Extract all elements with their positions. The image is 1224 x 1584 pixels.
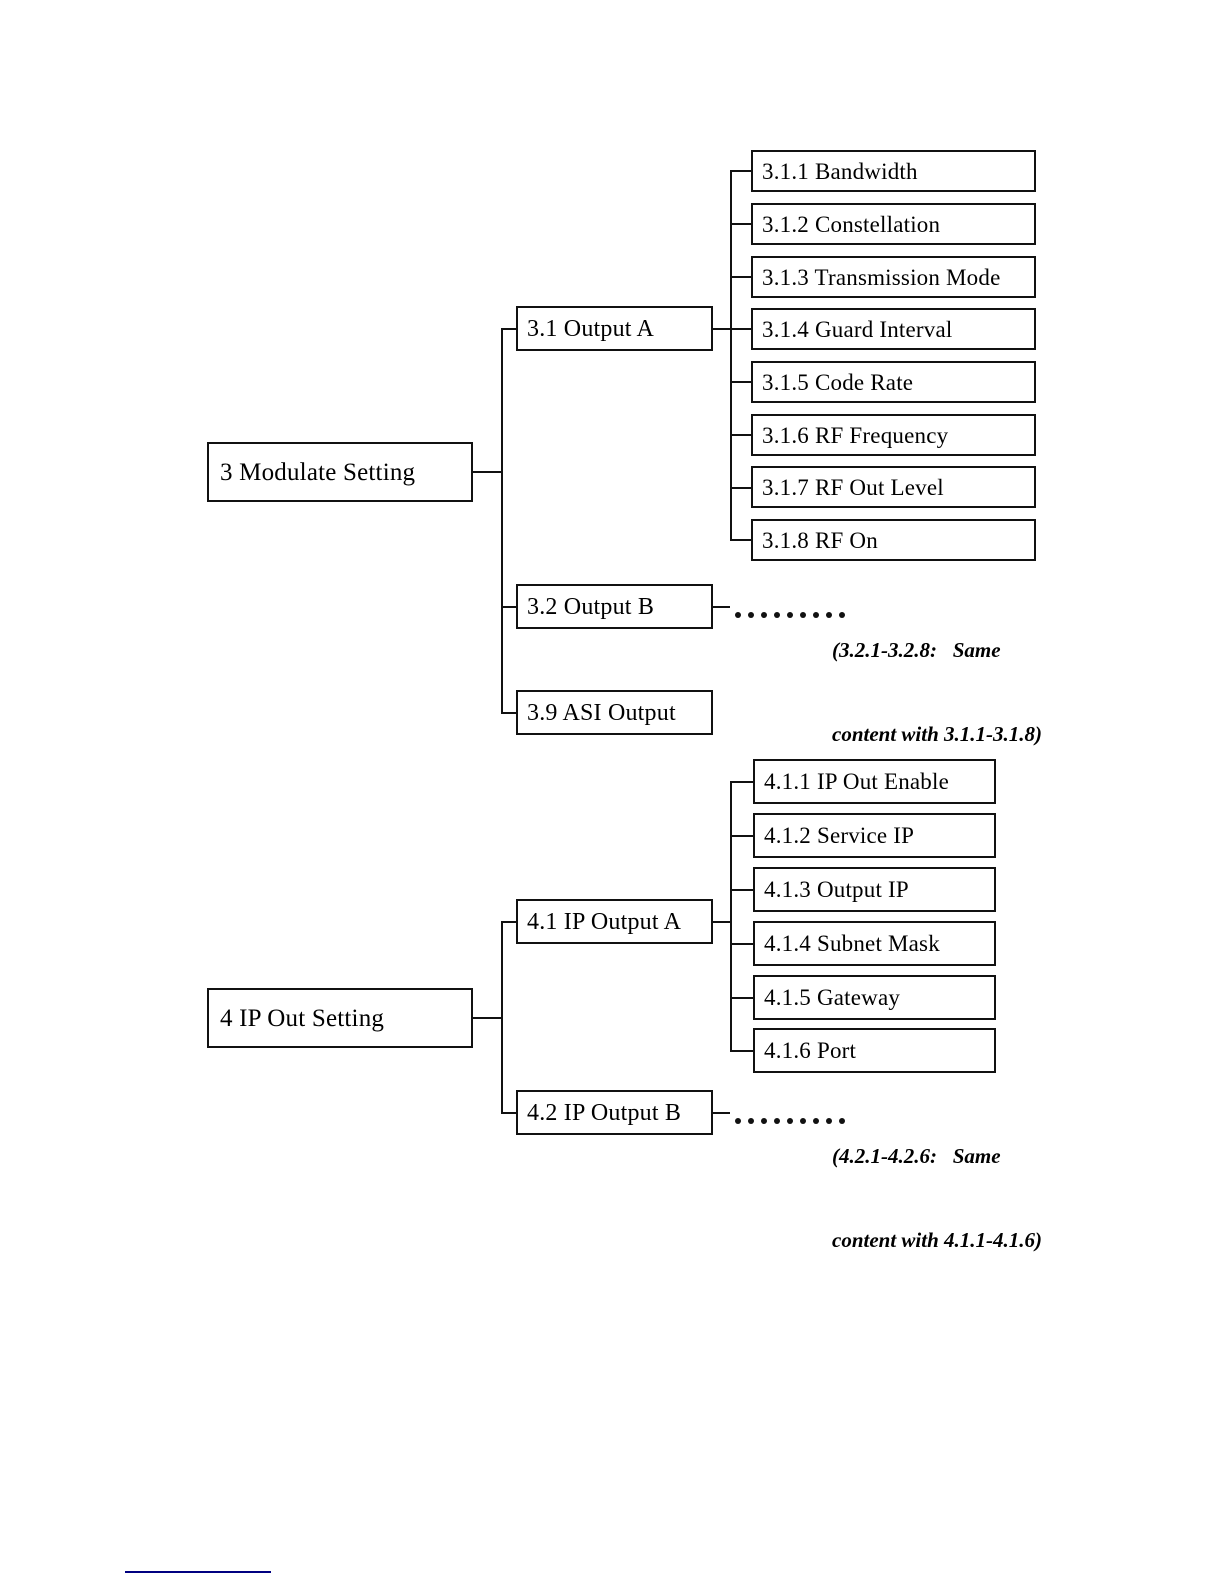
dot — [826, 1118, 832, 1124]
connector-3-1-trunk — [730, 170, 732, 540]
node-label: 3.1.5 Code Rate — [762, 369, 914, 395]
node-ip-out-setting[interactable]: 4 IP Out Setting — [207, 988, 473, 1048]
connector-leaf-4-1-3 — [730, 889, 755, 891]
connector-root2-stub — [473, 1017, 503, 1019]
node-label: 3.1 Output A — [527, 315, 655, 342]
connector-branch-3-9 — [501, 712, 518, 714]
node-port[interactable]: 4.1.6 Port — [753, 1028, 996, 1073]
connector-3-1-stub — [713, 328, 732, 330]
dot — [761, 1118, 767, 1124]
node-label: 3.1.3 Transmission Mode — [762, 264, 1001, 290]
connector-leaf-3-1-8 — [730, 539, 753, 541]
node-label: 3.1.8 RF On — [762, 527, 878, 553]
node-code-rate[interactable]: 3.1.5 Code Rate — [751, 361, 1036, 403]
connector-3-2-stub — [713, 606, 730, 608]
connector-leaf-4-1-6 — [730, 1050, 755, 1052]
node-output-a[interactable]: 3.1 Output A — [516, 306, 713, 351]
connector-leaf-3-1-2 — [730, 223, 753, 225]
node-ip-out-enable[interactable]: 4.1.1 IP Out Enable — [753, 759, 996, 804]
node-rf-out-level[interactable]: 3.1.7 RF Out Level — [751, 466, 1036, 508]
connector-leaf-3-1-7 — [730, 487, 753, 489]
node-ip-output-a[interactable]: 4.1 IP Output A — [516, 899, 713, 944]
node-rf-on[interactable]: 3.1.8 RF On — [751, 519, 1036, 561]
annotation-output-b: (3.2.1-3.2.8: Same content with 3.1.1-3.… — [832, 582, 1042, 804]
footnote-separator-rule — [125, 1571, 271, 1573]
annotation-ip-output-b: (4.2.1-4.2.6: Same content with 4.1.1-4.… — [832, 1088, 1042, 1310]
node-constellation[interactable]: 3.1.2 Constellation — [751, 203, 1036, 245]
ellipsis-dots-4-2 — [735, 1118, 845, 1124]
annotation-line-2: content with 3.1.1-3.1.8) — [832, 721, 1043, 746]
dot — [787, 1118, 793, 1124]
node-bandwidth[interactable]: 3.1.1 Bandwidth — [751, 150, 1036, 192]
connector-root1-stub — [473, 471, 503, 473]
dot — [787, 612, 793, 618]
dot — [774, 612, 780, 618]
dot — [839, 612, 845, 618]
node-transmission-mode[interactable]: 3.1.3 Transmission Mode — [751, 256, 1036, 298]
connector-leaf-4-1-1 — [730, 781, 755, 783]
dot — [800, 612, 806, 618]
connector-root2-trunk — [501, 921, 503, 1114]
node-label: 4.1.1 IP Out Enable — [764, 769, 950, 794]
node-asi-output[interactable]: 3.9 ASI Output — [516, 690, 713, 735]
connector-branch-4-1 — [501, 921, 518, 923]
connector-leaf-3-1-6 — [730, 434, 753, 436]
node-guard-interval[interactable]: 3.1.4 Guard Interval — [751, 308, 1036, 350]
node-label: 4.2 IP Output B — [527, 1099, 682, 1126]
dot — [813, 1118, 819, 1124]
dot — [774, 1118, 780, 1124]
node-label: 4.1.4 Subnet Mask — [764, 931, 940, 956]
node-label: 4.1.6 Port — [764, 1038, 857, 1063]
dot — [735, 1118, 741, 1124]
node-label: 3 Modulate Setting — [220, 458, 416, 486]
node-subnet-mask[interactable]: 4.1.4 Subnet Mask — [753, 921, 996, 966]
node-label: 3.9 ASI Output — [527, 699, 676, 726]
dot — [813, 612, 819, 618]
connector-4-1-stub — [713, 921, 732, 923]
node-modulate-setting[interactable]: 3 Modulate Setting — [207, 442, 473, 502]
annotation-line-2: content with 4.1.1-4.1.6) — [832, 1227, 1043, 1252]
node-output-b[interactable]: 3.2 Output B — [516, 584, 713, 629]
node-rf-frequency[interactable]: 3.1.6 RF Frequency — [751, 414, 1036, 456]
connector-root1-trunk — [501, 328, 503, 714]
node-label: 4.1.5 Gateway — [764, 985, 901, 1010]
node-label: 3.1.1 Bandwidth — [762, 158, 918, 184]
node-label: 3.2 Output B — [527, 593, 655, 620]
dot — [761, 612, 767, 618]
dot — [748, 612, 754, 618]
connector-leaf-4-1-4 — [730, 943, 755, 945]
ellipsis-dots-3-2 — [735, 612, 845, 618]
annotation-line-1: (3.2.1-3.2.8: Same — [832, 638, 1001, 663]
node-label: 4.1.3 Output IP — [764, 877, 909, 902]
connector-leaf-3-1-1 — [730, 170, 753, 172]
node-label: 4 IP Out Setting — [220, 1004, 385, 1032]
connector-leaf-4-1-5 — [730, 997, 755, 999]
connector-branch-3-1 — [501, 328, 518, 330]
connector-leaf-4-1-2 — [730, 835, 755, 837]
connector-branch-3-2 — [501, 606, 518, 608]
node-label: 3.1.4 Guard Interval — [762, 316, 953, 342]
node-label: 3.1.7 RF Out Level — [762, 474, 944, 500]
node-label: 3.1.6 RF Frequency — [762, 422, 949, 448]
node-gateway[interactable]: 4.1.5 Gateway — [753, 975, 996, 1020]
dot — [800, 1118, 806, 1124]
node-label: 4.1.2 Service IP — [764, 823, 915, 848]
connector-4-1-trunk — [730, 781, 732, 1050]
node-ip-output-b[interactable]: 4.2 IP Output B — [516, 1090, 713, 1135]
dot — [839, 1118, 845, 1124]
node-output-ip[interactable]: 4.1.3 Output IP — [753, 867, 996, 912]
connector-leaf-3-1-5 — [730, 381, 753, 383]
node-service-ip[interactable]: 4.1.2 Service IP — [753, 813, 996, 858]
dot — [735, 612, 741, 618]
node-label: 3.1.2 Constellation — [762, 211, 941, 237]
dot — [748, 1118, 754, 1124]
annotation-line-1: (4.2.1-4.2.6: Same — [832, 1144, 1001, 1169]
connector-leaf-3-1-4 — [730, 328, 753, 330]
connector-branch-4-2 — [501, 1112, 518, 1114]
node-label: 4.1 IP Output A — [527, 908, 682, 935]
connector-4-2-stub — [713, 1112, 730, 1114]
connector-leaf-3-1-3 — [730, 276, 753, 278]
dot — [826, 612, 832, 618]
